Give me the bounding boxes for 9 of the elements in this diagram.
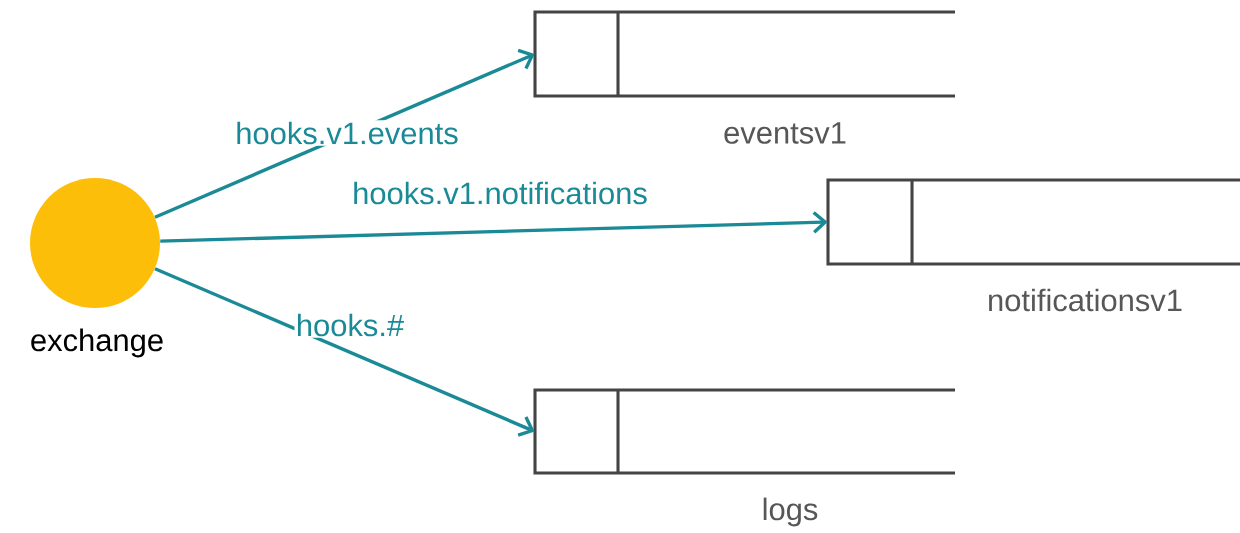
edge-label: hooks.#	[294, 312, 406, 338]
queue-box: notificationsv1	[826, 178, 1240, 312]
edge-label: hooks.v1.notifications	[350, 180, 650, 206]
arrow	[154, 267, 535, 437]
queue-box: logs	[533, 388, 955, 527]
queue-box: eventsv1	[533, 10, 955, 144]
node-label: exchange	[31, 328, 163, 358]
arrow	[160, 211, 828, 243]
edge-label: hooks.v1.events	[233, 120, 461, 146]
